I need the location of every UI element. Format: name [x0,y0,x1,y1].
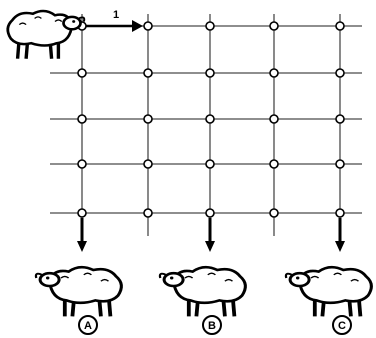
grid-node-r3-c1 [77,114,87,124]
grid-node-r5-c5 [335,208,345,218]
grid-node-r1-c3 [205,21,215,31]
output-sheep-icon-b [158,265,248,319]
grid-node-r1-c4 [269,21,279,31]
grid-node-r2-c1 [77,68,87,78]
output-sheep-icon-a [34,265,124,319]
down-arrow-head-c [335,241,345,252]
option-c[interactable]: C [332,315,352,335]
option-b-label: B [208,320,216,332]
arrows [77,20,345,252]
option-b-circle [202,315,222,335]
down-arrow-head-b [205,241,215,252]
option-a-label: A [84,320,92,332]
grid-node-r4-c3 [205,159,215,169]
option-a[interactable]: A [78,315,98,335]
grid-node-r1-c5 [335,21,345,31]
output-sheep-icon-c [284,265,374,319]
grid-node-r5-c3 [205,208,215,218]
option-a-circle [78,315,98,335]
option-c-circle [332,315,352,335]
grid-node-r4-c1 [77,159,87,169]
grid-node-r3-c5 [335,114,345,124]
grid-node-r2-c4 [269,68,279,78]
grid-node-r4-c2 [143,159,153,169]
option-c-label: C [338,320,346,332]
option-b[interactable]: B [202,315,222,335]
grid-node-r2-c5 [335,68,345,78]
start-arrow-head [132,20,143,32]
start-sheep-icon [6,9,86,61]
down-arrow-head-a [77,241,87,252]
grid-node-r5-c1 [77,208,87,218]
grid-lines [50,14,362,236]
grid-node-r3-c2 [143,114,153,124]
grid-node-r5-c2 [143,208,153,218]
grid-node-r1-c2 [143,21,153,31]
grid-node-r4-c5 [335,159,345,169]
grid-node-r2-c3 [205,68,215,78]
grid-node-r4-c4 [269,159,279,169]
grid-node-r5-c4 [269,208,279,218]
grid-node-r2-c2 [143,68,153,78]
arrow-step-label: 1 [113,9,119,21]
grid-node-r3-c3 [205,114,215,124]
grid-node-r3-c4 [269,114,279,124]
grid-nodes [77,21,345,218]
